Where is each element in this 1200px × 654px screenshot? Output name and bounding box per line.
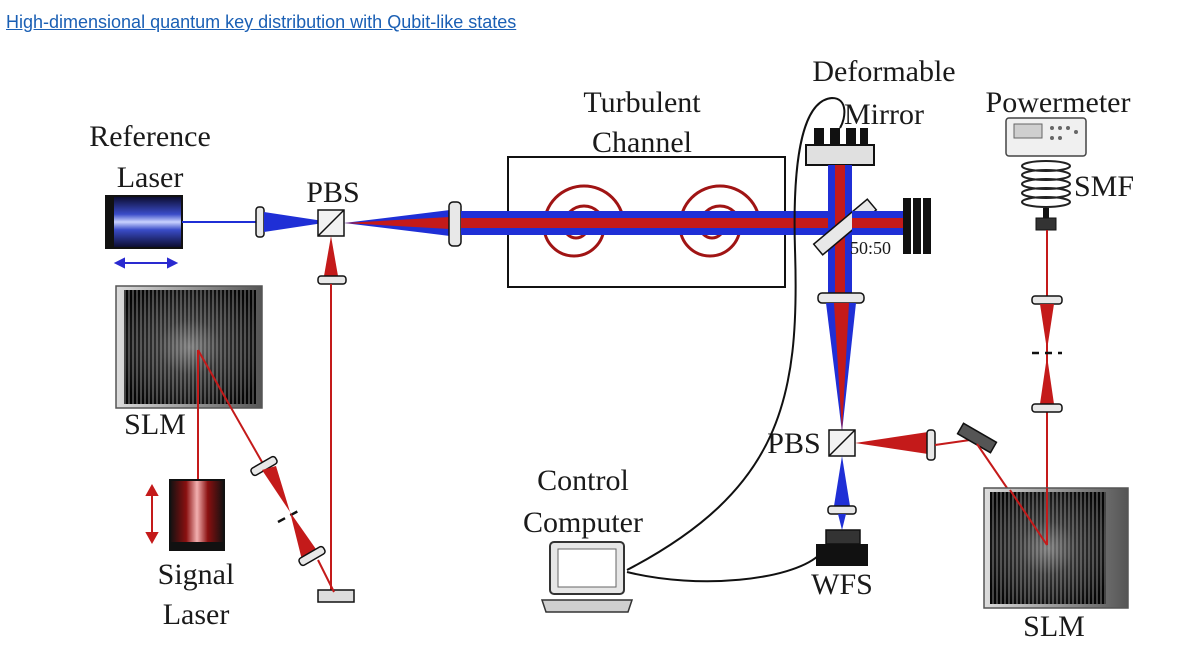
reference-laser-label-2: Laser xyxy=(117,161,184,194)
lens-wfs-icon xyxy=(827,505,857,515)
mirror-bottom-icon xyxy=(317,589,355,603)
blue-beam-to-wfs xyxy=(834,456,850,506)
red-diag-focus-1 xyxy=(262,466,290,512)
reference-laser-icon xyxy=(105,195,183,249)
signal-laser-label-2: Laser xyxy=(163,598,230,631)
lens-right-icon xyxy=(926,429,936,461)
red-beam-to-mirror xyxy=(934,439,971,446)
red-focus-right-1 xyxy=(1040,304,1054,350)
article-title-link[interactable]: High-dimensional quantum key distributio… xyxy=(6,12,517,32)
powermeter-label: Powermeter xyxy=(986,86,1131,119)
control-computer-label-2: Computer xyxy=(523,506,643,539)
red-beam-pbs-down xyxy=(324,236,338,276)
red-diag-to-mirror xyxy=(317,559,335,593)
pbs-right-icon xyxy=(828,429,856,457)
aperture-icon xyxy=(277,508,301,524)
slm-right-panel xyxy=(983,487,1129,609)
splitter-ratio-label: 50:50 xyxy=(850,238,891,258)
wfs-label: WFS xyxy=(811,568,873,601)
pbs-right-label: PBS xyxy=(767,427,820,460)
wfs-icon xyxy=(816,529,868,566)
blue-beam-wfs-short xyxy=(838,514,846,530)
deformable-mirror-label: Deformable xyxy=(812,55,955,88)
lens-vertical-icon xyxy=(317,275,347,285)
cable-to-wfs xyxy=(626,555,819,583)
slm-right-label: SLM xyxy=(1023,610,1085,643)
control-computer-label: Control xyxy=(537,464,629,497)
turbulent-channel-label-2: Channel xyxy=(592,126,692,159)
signal-beam-diagonal xyxy=(197,349,263,463)
slm-left-panel xyxy=(115,285,263,409)
blue-converge-beam xyxy=(264,212,330,232)
cable-to-dm xyxy=(626,96,846,571)
deformable-mirror-icon xyxy=(805,128,875,166)
pbs-left-icon xyxy=(317,209,345,237)
expanding-beam-red xyxy=(344,217,450,229)
lens-right-top-icon xyxy=(1031,295,1063,305)
red-focus-right-2 xyxy=(1040,356,1054,404)
reference-laser-label: Reference xyxy=(89,120,211,153)
signal-laser-label: Signal xyxy=(158,558,235,591)
lens-right-bottom-icon xyxy=(1031,403,1063,413)
double-arrow-icon xyxy=(113,257,179,269)
main-beam-red xyxy=(461,218,841,228)
beam-to-dump-red xyxy=(852,218,904,228)
red-diag-focus-2 xyxy=(290,512,318,560)
red-beam-on-slm-right-2 xyxy=(1009,489,1048,546)
slm-left-label: SLM xyxy=(124,408,186,441)
smf-label: SMF xyxy=(1074,170,1134,203)
vertical-arrow-icon xyxy=(145,483,159,545)
steering-mirror-icon xyxy=(956,422,998,454)
powermeter-icon xyxy=(1005,117,1087,157)
computer-icon xyxy=(540,541,634,613)
fiber-coupler-icon xyxy=(1035,208,1057,231)
red-beam-to-right-lens xyxy=(855,432,928,454)
lens-ref-icon xyxy=(255,206,265,238)
lens-diag-2-icon xyxy=(298,545,326,567)
lens-channel-icon xyxy=(448,201,462,247)
lens-after-splitter-icon xyxy=(817,292,865,304)
pbs-left-label: PBS xyxy=(306,176,359,209)
deformable-mirror-label-2: Mirror xyxy=(844,98,924,131)
converging-beam-red xyxy=(834,303,849,432)
beam-dump-icon xyxy=(903,198,931,254)
turbulent-channel-label: Turbulent xyxy=(583,86,701,119)
fiber-coil-icon xyxy=(1021,160,1071,208)
signal-laser-icon xyxy=(169,479,225,551)
